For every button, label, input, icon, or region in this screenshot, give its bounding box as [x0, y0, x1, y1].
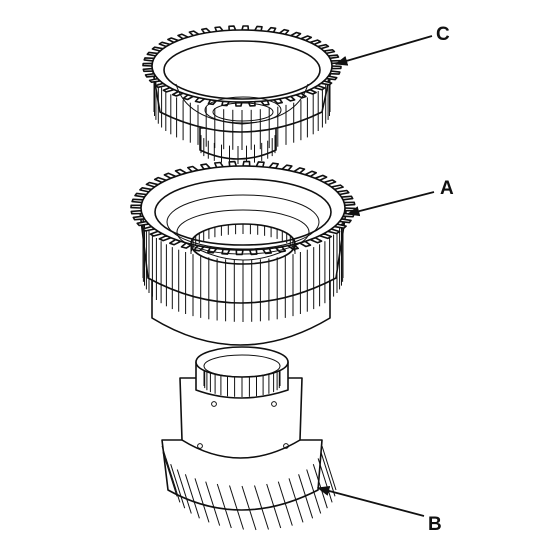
helical-tooth	[229, 485, 244, 530]
callout-b-arrow	[316, 486, 425, 517]
gear-c-rim-teeth	[153, 72, 331, 150]
gear-c	[142, 25, 342, 164]
helical-tooth	[184, 474, 200, 519]
helical-tooth	[254, 485, 269, 530]
helical-tooth	[266, 483, 282, 529]
gear-tooth	[130, 204, 142, 209]
helical-tooth	[216, 483, 232, 529]
helical-tooth	[205, 481, 221, 526]
gear-tooth	[343, 201, 356, 207]
gear-tooth	[130, 209, 143, 215]
helical-tooth	[298, 474, 314, 519]
gear-tooth	[142, 67, 154, 73]
gear-b-helical-teeth	[161, 445, 337, 531]
gear-a-bore-splines	[190, 224, 296, 254]
callout-a-arrow	[346, 191, 435, 217]
helical-tooth	[277, 481, 293, 526]
gear-b-sleeve-splines	[203, 366, 281, 397]
helical-tooth	[241, 485, 257, 531]
helical-tooth	[194, 478, 210, 523]
callout-c-arrow	[334, 35, 433, 66]
gear-tooth	[344, 207, 356, 212]
gear-tooth	[142, 62, 153, 67]
helical-tooth	[321, 445, 337, 491]
helical-tooth	[176, 469, 192, 514]
helical-tooth	[320, 452, 336, 497]
helical-tooth	[288, 478, 304, 523]
helical-tooth	[161, 445, 177, 491]
callout-a-label: A	[440, 178, 454, 199]
helical-tooth	[306, 469, 322, 514]
callout-b-label: B	[428, 514, 442, 535]
gear-tooth	[331, 65, 342, 70]
gear-a	[130, 160, 356, 346]
gear-a-side-teeth	[142, 216, 344, 322]
gear-b	[161, 346, 337, 531]
helical-tooth	[170, 464, 186, 509]
callout-c-label: C	[436, 24, 450, 45]
helical-tooth	[162, 452, 178, 497]
